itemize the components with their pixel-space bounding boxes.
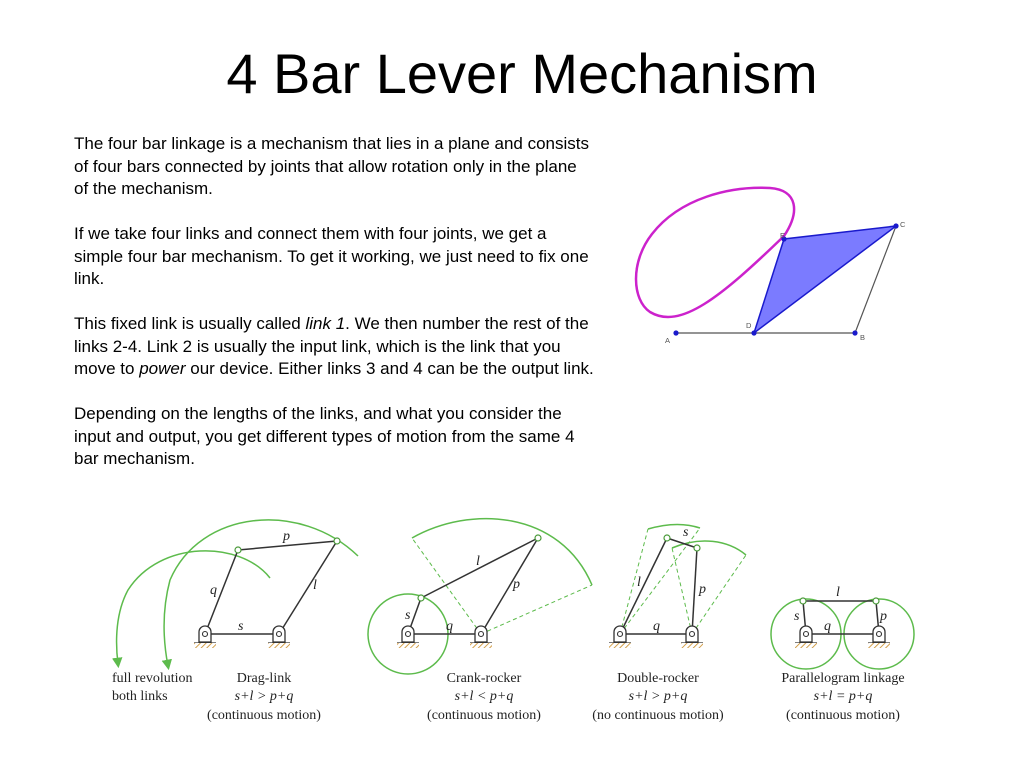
paragraph-4: Depending on the lengths of the links, a… (74, 404, 575, 468)
double-rocker-range (619, 527, 701, 635)
crank-rocker-label-l: l (476, 554, 480, 569)
double-rocker-joint (663, 534, 671, 542)
parallelogram-ground-pivot (868, 625, 890, 648)
crank-rocker-condition: s+l < p+q (455, 689, 514, 704)
parallelogram-motion: (continuous motion) (786, 708, 900, 723)
joint-d (751, 330, 757, 336)
drag-link-joint (234, 546, 242, 554)
drag-link-arc-inner (112, 550, 271, 669)
parallelogram-joint (799, 597, 807, 605)
double-rocker-motion: (no continuous motion) (592, 708, 724, 723)
joint-a (673, 330, 679, 336)
parallelogram-ground-pivot (795, 625, 817, 648)
double-rocker-range (691, 554, 747, 635)
p3-link1: link 1 (305, 314, 346, 333)
double-rocker-p (691, 547, 698, 635)
joint-e (781, 236, 787, 242)
double-rocker-condition: s+l > p+q (629, 689, 688, 704)
double-rocker-range (671, 547, 693, 635)
crank-rocker-label-p: p (512, 577, 520, 592)
crank-rocker-range (411, 537, 482, 635)
drag-link-l (278, 540, 338, 635)
double-rocker-label-q: q (653, 619, 660, 634)
drag-link-label-l: l (313, 578, 317, 593)
double-rocker-label-p: p (698, 582, 706, 597)
parallelogram-label-l: l (836, 585, 840, 600)
joint-c (893, 223, 899, 229)
p3-part-c: . We then number the rest of the links 2… (74, 314, 589, 378)
drag-link-motion: (continuous motion) (207, 708, 321, 723)
double-rocker-range (619, 528, 649, 635)
crank-rocker-rocker-arc (411, 517, 593, 586)
double-rocker-ground-pivot (609, 625, 631, 648)
paragraph-2: If we take four links and connect them w… (74, 224, 589, 288)
drag-link-label-s: s (238, 619, 244, 634)
drag-link-label-p: p (282, 529, 290, 544)
label-a: A (665, 336, 670, 345)
double-rocker-s (666, 537, 698, 549)
double-rocker-l (619, 537, 668, 635)
page-title: 4 Bar Lever Mechanism (226, 42, 818, 105)
crank-rocker-motion: (continuous motion) (427, 708, 541, 723)
crank-rocker-l (420, 537, 539, 599)
drag-link-joint (333, 537, 341, 545)
crank-rocker-label-s: s (405, 608, 411, 623)
crank-rocker-joint (534, 534, 542, 542)
paragraph-1: The four bar linkage is a mechanism that… (74, 134, 589, 198)
label-c: C (900, 220, 906, 229)
parallelogram-name: Parallelogram linkage (781, 671, 904, 686)
coupler-curve (634, 186, 796, 319)
crank-rocker-ground-pivot (470, 625, 492, 648)
double-rocker-diagram: s l p q Double-rocker s+l > p+q (no cont… (592, 523, 747, 723)
double-rocker-label-l: l (637, 575, 641, 590)
drag-link-condition: s+l > p+q (235, 689, 294, 704)
double-rocker-label-s: s (683, 525, 689, 540)
drag-link-ground-pivot (268, 625, 290, 648)
parallelogram-label-s: s (794, 609, 800, 624)
double-rocker-arc (647, 523, 701, 530)
crank-rocker-ground-pivot (397, 625, 419, 648)
drag-link-note-1: full revolution (112, 671, 193, 686)
crank-rocker-name: Crank-rocker (447, 671, 522, 686)
body-text: The four bar linkage is a mechanism that… (74, 133, 594, 493)
joint-b (852, 330, 858, 336)
link-bc (854, 225, 897, 334)
double-rocker-joint (693, 544, 701, 552)
paragraph-3: This fixed link is usually called link 1… (74, 313, 594, 381)
drag-link-note-2: both links (112, 689, 168, 704)
label-e: E (780, 231, 785, 240)
parallelogram-label-p: p (879, 609, 887, 624)
crank-rocker-diagram: l p s q Crank-rocker s+l < p+q (continuo… (367, 517, 593, 723)
p3-power: power (139, 359, 186, 378)
parallelogram-label-q: q (824, 619, 831, 634)
p3-part-e: our device. Either links 3 and 4 can be … (185, 359, 594, 378)
coupler-curve-diagram: A D B C E (634, 186, 906, 345)
p3-part-a: This fixed link is usually called (74, 314, 306, 333)
crank-rocker-label-q: q (446, 619, 453, 634)
coupler-triangle (752, 224, 899, 336)
parallelogram-diagram: l s q p Parallelogram linkage s+l = p+q … (770, 585, 915, 723)
double-rocker-ground-pivot (681, 625, 703, 648)
label-b: B (860, 333, 865, 342)
double-rocker-name: Double-rocker (617, 671, 699, 686)
crank-rocker-range (480, 584, 593, 635)
drag-link-p (237, 540, 338, 551)
crank-rocker-joint (417, 594, 425, 602)
parallelogram-joint (872, 597, 880, 605)
drag-link-name: Drag-link (237, 671, 291, 686)
drag-link-diagram: p q l s full revolution both links Drag-… (112, 519, 359, 723)
crank-rocker-p (480, 537, 539, 635)
drag-link-q (204, 549, 239, 635)
double-rocker-arc (671, 540, 747, 556)
label-d: D (746, 321, 752, 330)
drag-link-ground-pivot (194, 625, 216, 648)
drag-link-label-q: q (210, 583, 217, 598)
drag-link-arc-outer (161, 519, 359, 671)
parallelogram-condition: s+l = p+q (814, 689, 873, 704)
